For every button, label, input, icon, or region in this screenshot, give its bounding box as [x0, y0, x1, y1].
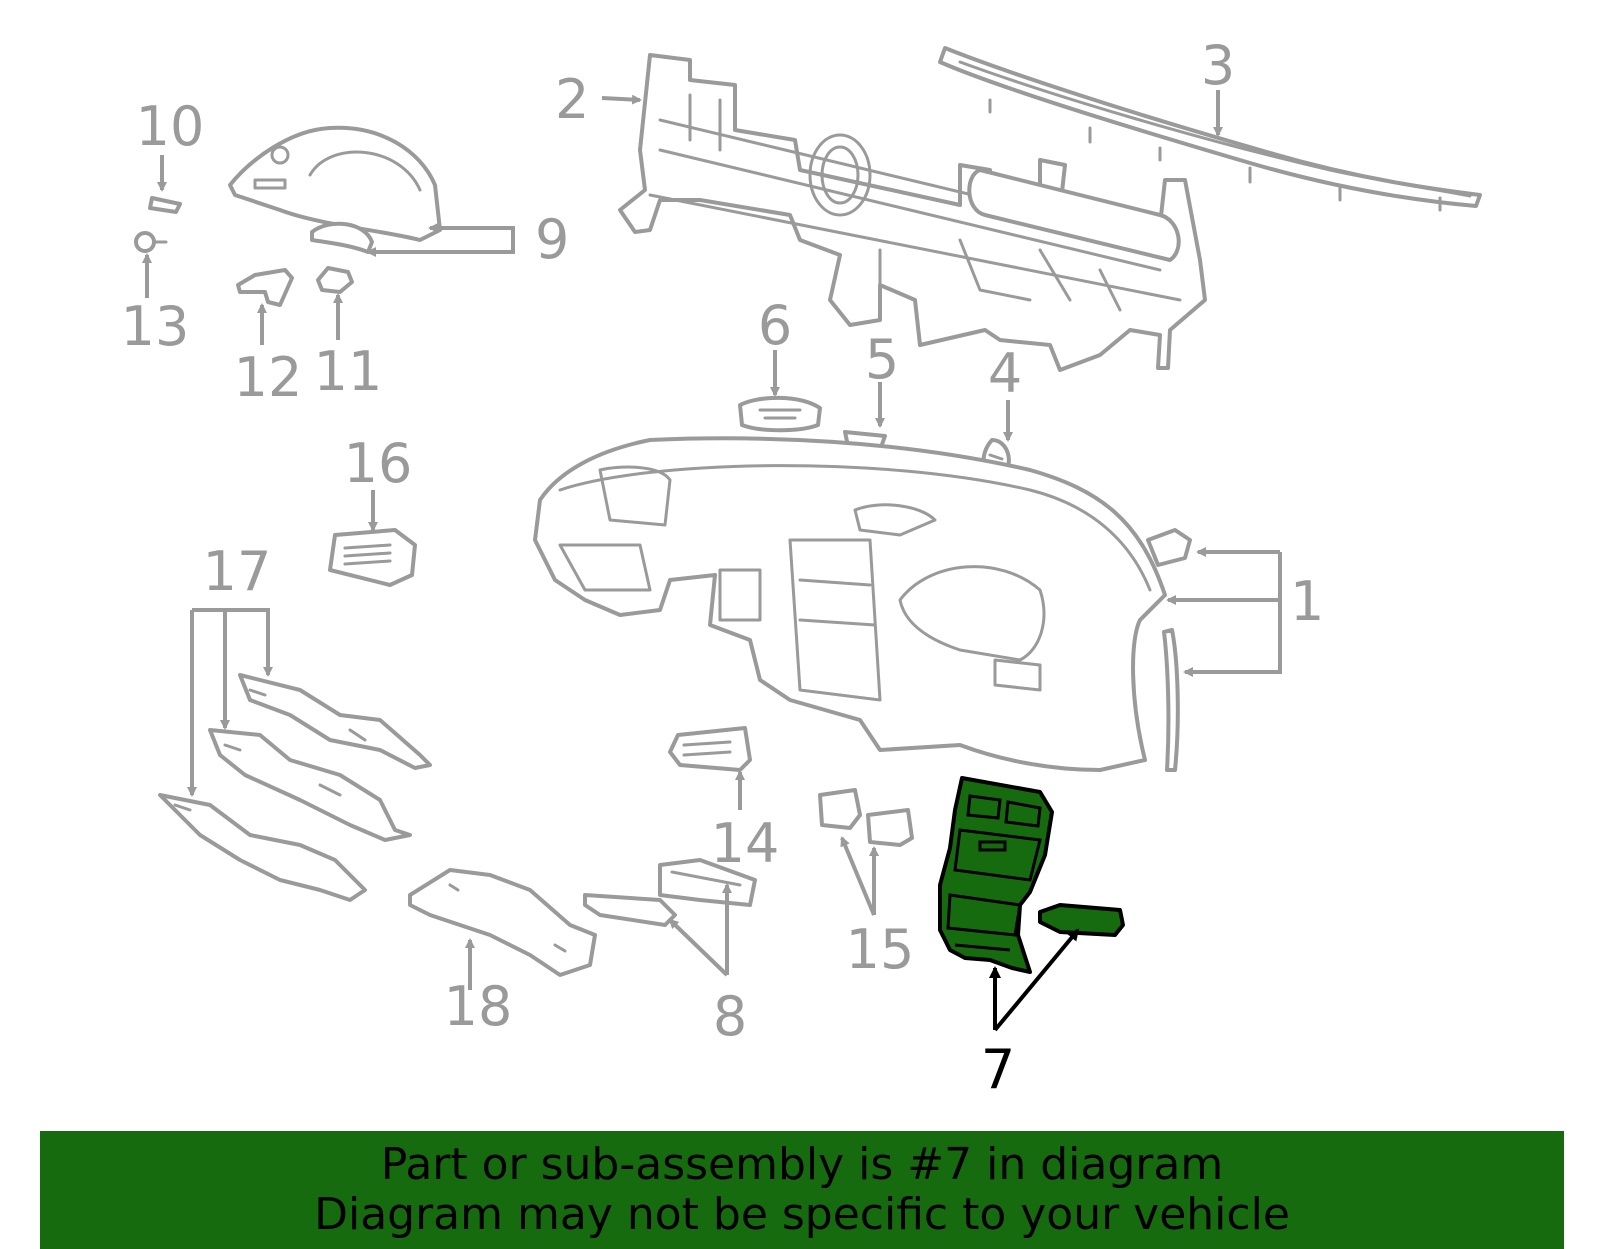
- part-11: [316, 266, 354, 294]
- part-1-instrument-panel: [533, 436, 1167, 772]
- callout-16: 16: [344, 432, 413, 495]
- callout-4: 4: [988, 342, 1022, 405]
- callout-2: 2: [555, 68, 589, 131]
- part-13: [134, 231, 168, 253]
- callout-9: 9: [535, 208, 569, 271]
- banner-line-2: Diagram may not be specific to your vehi…: [314, 1189, 1290, 1240]
- callout-7: 7: [981, 1038, 1015, 1101]
- callout-15: 15: [846, 918, 915, 981]
- callout-labels: 1 2 3 4 5 6 7 8 9 10 11 12 13 14 15 16 1…: [121, 34, 1325, 1101]
- part-7-center-bezel: [938, 776, 1125, 974]
- part-3-defroster-panel: [938, 46, 1482, 212]
- info-banner: Part or sub-assembly is #7 in diagram Di…: [40, 1131, 1564, 1249]
- callout-5: 5: [865, 328, 899, 391]
- part-15-vents: [818, 788, 914, 847]
- callout-13: 13: [121, 295, 190, 358]
- callout-11: 11: [314, 340, 383, 403]
- part-1-side-vent: [1146, 528, 1192, 567]
- callout-12: 12: [234, 346, 303, 409]
- part-18-bracket: [408, 868, 597, 977]
- callout-10: 10: [136, 95, 205, 158]
- part-17-duct-panels: [158, 673, 432, 902]
- part-16-vent: [328, 528, 417, 587]
- leader-lines-part-7: [989, 928, 1080, 1032]
- part-14-vent: [668, 726, 752, 772]
- callout-14: 14: [711, 812, 780, 875]
- part-1-seal-strip: [1162, 628, 1180, 772]
- leader-lines: [142, 90, 1282, 990]
- callout-3: 3: [1201, 34, 1235, 97]
- callout-8: 8: [713, 985, 747, 1048]
- part-2-cross-car-beam: [618, 53, 1207, 372]
- part-8-trim: [583, 858, 757, 927]
- callout-1: 1: [1290, 570, 1324, 633]
- part-9-cluster-bezel: [228, 125, 442, 254]
- callout-18: 18: [444, 975, 513, 1038]
- parts-diagram: 1 2 3 4 5 6 7 8 9 10 11 12 13 14 15 16 1…: [121, 34, 1482, 1101]
- banner-line-1: Part or sub-assembly is #7 in diagram: [380, 1139, 1224, 1190]
- part-6-sensor-housing: [738, 395, 822, 433]
- callout-6: 6: [758, 294, 792, 357]
- part-12: [236, 268, 294, 307]
- part-10: [148, 196, 182, 214]
- callout-17: 17: [203, 540, 272, 603]
